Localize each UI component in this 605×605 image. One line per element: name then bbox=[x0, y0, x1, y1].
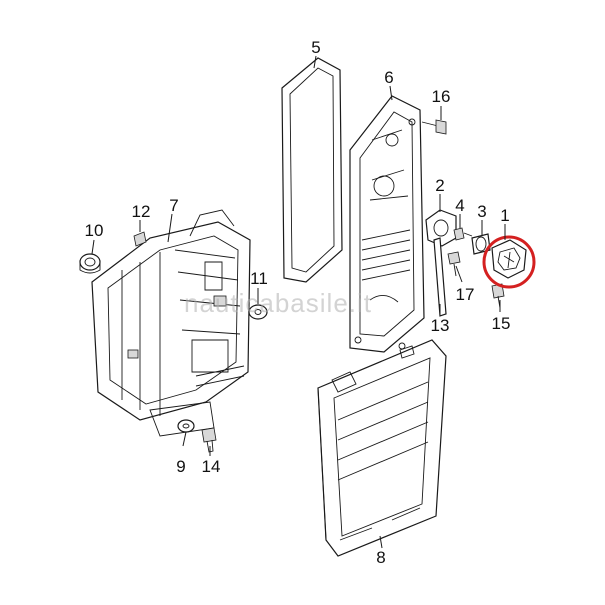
callout-3: 3 bbox=[477, 202, 486, 221]
part-4-screw bbox=[453, 227, 473, 241]
callout-9: 9 bbox=[176, 457, 185, 476]
part-8-module bbox=[317, 339, 447, 557]
highlight-circle bbox=[482, 235, 536, 289]
part-7-bracket-box bbox=[91, 209, 251, 437]
callout-16: 16 bbox=[432, 87, 451, 106]
part-5-gasket bbox=[281, 57, 343, 283]
callout-labels: 1 2 3 4 5 6 7 8 9 10 11 12 13 14 15 16 1… bbox=[85, 38, 511, 567]
part-14-bolt bbox=[201, 427, 217, 453]
callout-12: 12 bbox=[132, 202, 151, 221]
part-17-screw bbox=[447, 251, 461, 277]
part-6-cover-plate bbox=[349, 95, 425, 353]
part-11-washer bbox=[248, 304, 268, 320]
part-1-connector bbox=[491, 239, 527, 279]
callout-14: 14 bbox=[202, 457, 221, 476]
callout-15: 15 bbox=[492, 314, 511, 333]
part-10-grommet bbox=[79, 253, 101, 274]
part-16-bolt bbox=[421, 119, 447, 135]
callout-6: 6 bbox=[384, 68, 393, 87]
watermark-text: nauticabasile.it bbox=[184, 288, 372, 318]
callout-5: 5 bbox=[311, 38, 320, 57]
part-2-plate bbox=[425, 209, 457, 247]
callout-13: 13 bbox=[431, 316, 450, 335]
part-3-sleeve bbox=[471, 233, 491, 255]
part-13-strap bbox=[433, 237, 447, 317]
callout-1: 1 bbox=[500, 206, 509, 225]
callout-10: 10 bbox=[85, 221, 104, 240]
callout-8: 8 bbox=[376, 548, 385, 567]
part-9-washer bbox=[177, 419, 195, 433]
callout-11: 11 bbox=[250, 269, 268, 288]
callout-2: 2 bbox=[435, 176, 444, 195]
part-12-clip bbox=[133, 231, 147, 247]
callout-4: 4 bbox=[455, 196, 464, 215]
leader-lines bbox=[91, 55, 506, 549]
callout-17: 17 bbox=[456, 285, 475, 304]
callout-7: 7 bbox=[169, 196, 178, 215]
